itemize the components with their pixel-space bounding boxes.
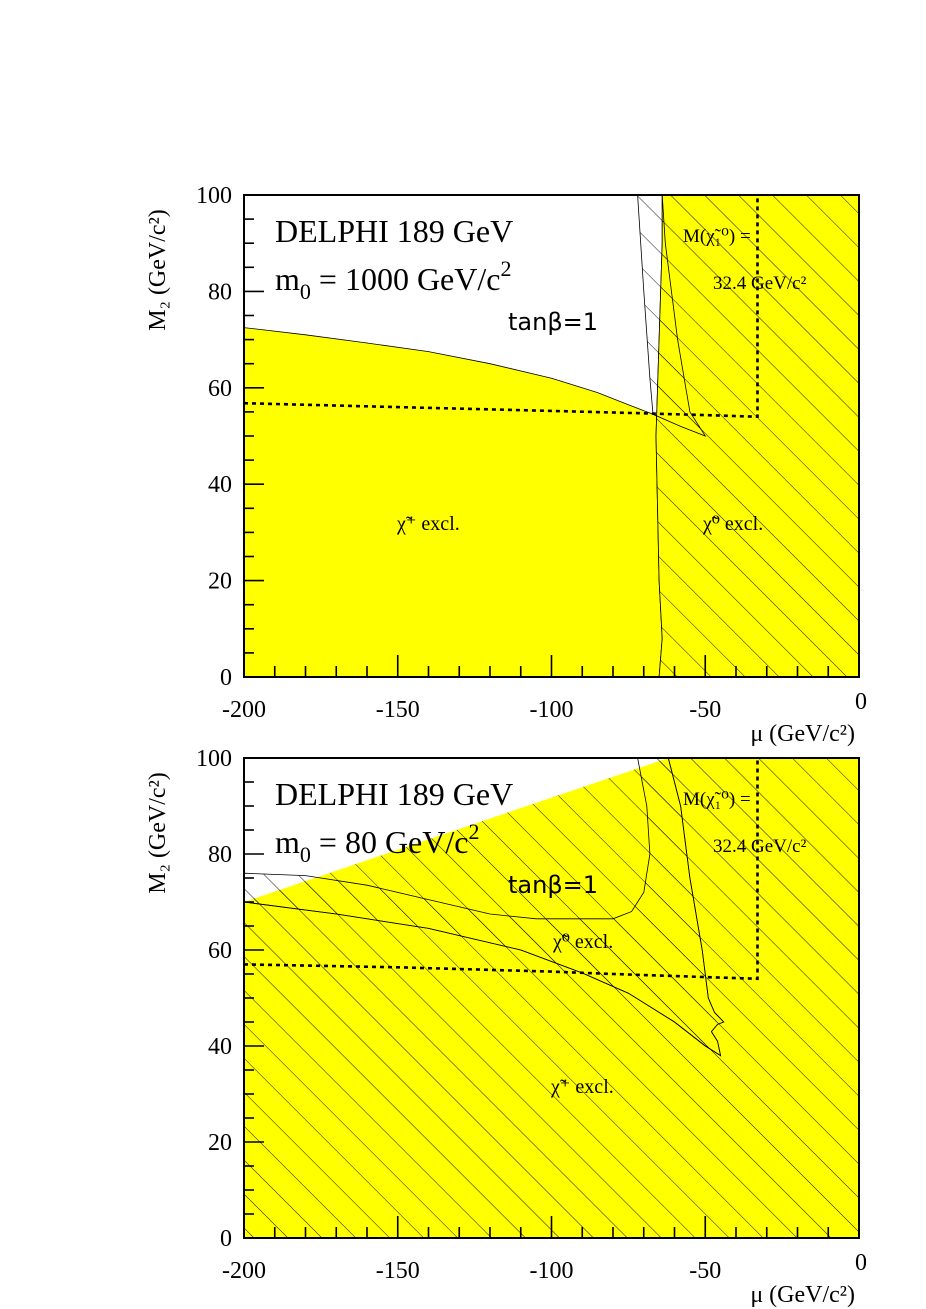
- bottom-hatch-overlay: [244, 758, 859, 1238]
- top-neutralino-excl-label: χ̃⁰ excl.: [702, 513, 763, 535]
- top-y-tick-label: 0: [220, 665, 232, 691]
- top-lsp-label-line2: 32.4 GeV/c²: [713, 273, 807, 294]
- bottom-tanbeta-label: tanβ=1: [508, 871, 598, 899]
- top-lsp-mass-contour: [244, 195, 759, 419]
- bottom-lsp-label-line1: M(χ̃₁⁰) =: [683, 789, 751, 810]
- top-neutralino-hatch-overlay: [656, 195, 859, 677]
- bottom-y-axis-label: M₂ (GeV/c²): [145, 772, 171, 894]
- top-hatched-region: [637, 195, 707, 437]
- bottom-lsp-mass-contour: [244, 758, 759, 981]
- top-y-ticks: 0 20 40 60 80 100 M₂ (GeV/c²): [145, 183, 264, 691]
- bottom-hatched-region: [244, 758, 725, 1057]
- top-x-tick-label: -50: [689, 697, 721, 723]
- bottom-x-axis-label: μ (GeV/c²): [750, 1282, 855, 1308]
- top-m0-label: m0 = 1000 GeV/c2: [275, 256, 511, 304]
- bottom-lsp-label-line2: 32.4 GeV/c²: [713, 836, 807, 857]
- bottom-y-tick-label: 80: [208, 842, 232, 868]
- top-x-tick-label: -100: [530, 697, 574, 723]
- top-lsp-label-line1: M(χ̃₁⁰) =: [683, 226, 751, 247]
- top-experiment-label: DELPHI 189 GeV: [275, 213, 513, 249]
- top-x-tick-label: 0: [855, 689, 867, 715]
- top-y-tick-label: 80: [208, 279, 232, 305]
- top-y-tick-label: 60: [208, 376, 232, 402]
- bottom-chargino-excl-label: χ̃⁺ excl.: [550, 1076, 614, 1098]
- bottom-x-tick-label: -200: [222, 1258, 266, 1284]
- top-y-tick-label: 100: [196, 183, 232, 209]
- top-chargino-excl-label: χ̃⁺ excl.: [396, 513, 460, 535]
- top-tanbeta-label: tanβ=1: [508, 308, 598, 336]
- bottom-y-tick-label: 20: [208, 1130, 232, 1156]
- bottom-x-tick-label: 0: [855, 1250, 867, 1276]
- bottom-x-tick-label: -100: [530, 1258, 574, 1284]
- top-y-axis-label: M₂ (GeV/c²): [145, 209, 171, 331]
- bottom-y-tick-label: 60: [208, 938, 232, 964]
- bottom-y-tick-label: 100: [196, 746, 232, 772]
- bottom-y-tick-label: 0: [220, 1226, 232, 1252]
- bottom-y-tick-label: 40: [208, 1034, 232, 1060]
- bottom-x-tick-label: -150: [376, 1258, 420, 1284]
- top-x-axis-label: μ (GeV/c²): [750, 721, 855, 747]
- bottom-experiment-label: DELPHI 189 GeV: [275, 776, 513, 812]
- top-y-tick-label: 20: [208, 569, 232, 595]
- bottom-m0-label: m0 = 80 GeV/c2: [275, 819, 479, 867]
- bottom-x-tick-label: -50: [689, 1258, 721, 1284]
- bottom-y-ticks: 0 20 40 60 80 100 M₂ (GeV/c²): [145, 746, 264, 1252]
- top-x-tick-label: -200: [222, 697, 266, 723]
- bottom-neutralino-excl-label: χ̃⁰ excl.: [552, 931, 613, 953]
- top-x-tick-label: -150: [376, 697, 420, 723]
- top-y-tick-label: 40: [208, 472, 232, 498]
